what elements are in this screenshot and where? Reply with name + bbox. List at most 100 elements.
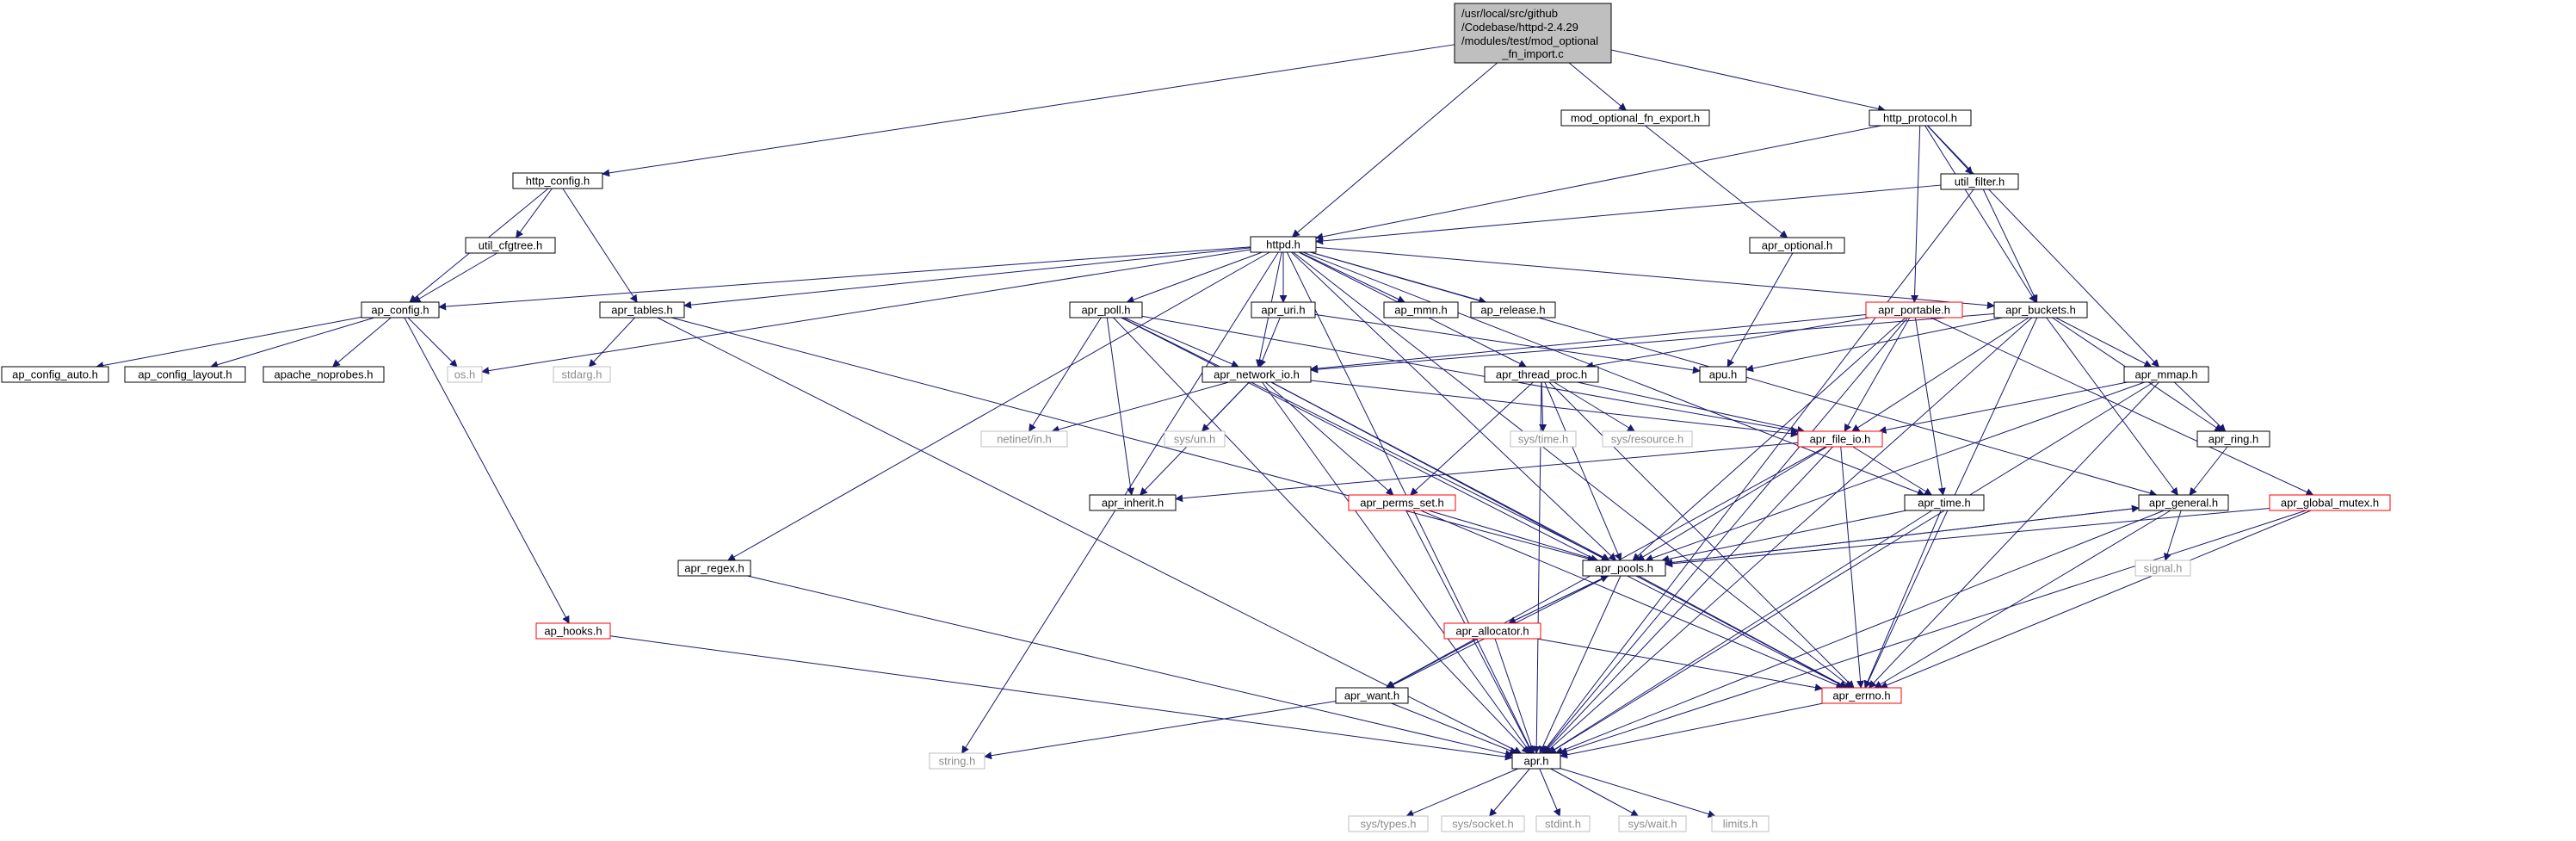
edge-apr-regex-to-apr [747,575,1513,758]
node-box [1348,494,1456,511]
node-httpd[interactable]: httpd.h [1250,236,1317,253]
edge-apr-to-sys-socket [1489,768,1530,817]
edge-apr-want-to-string [984,701,1337,760]
node-apr-want[interactable]: apr_want.h [1335,687,1409,704]
edge-apr-portable-to-apr-network-io [1310,313,1867,373]
node-label: apr_mmap.h [2135,368,2198,381]
node-label: apr_buckets.h [2005,304,2076,317]
edge-apr-thread-proc-to-apr-errno [1548,381,1855,689]
node-apr[interactable]: apr.h [1511,752,1561,770]
node-apr-buckets[interactable]: apr_buckets.h [1993,301,2088,318]
node-string[interactable]: string.h [929,752,985,770]
node-box [1250,236,1317,253]
node-sys-wait[interactable]: sys/wait.h [1618,815,1687,832]
root-title-line-2: /Codebase/httpd-2.4.29 [1461,21,1578,34]
node-apr-inherit[interactable]: apr_inherit.h [1089,494,1177,511]
node-ap-mmn[interactable]: ap_mmn.h [1383,301,1459,318]
node-label: sys/un.h [1174,433,1215,446]
node-stdarg[interactable]: stdarg.h [553,366,611,383]
node-os[interactable]: os.h [447,366,483,383]
edge-apr-network-io-to-apr-perms-set [1264,381,1394,496]
node-apr-tables[interactable]: apr_tables.h [599,301,685,318]
node-label: apr_time.h [1918,497,1970,510]
node-apr-pools[interactable]: apr_pools.h [1582,560,1666,577]
edge-apr-buckets-to-apr [1544,317,2033,754]
node-box [1,366,109,383]
node-apr-mmap[interactable]: apr_mmap.h [2123,366,2209,383]
node-apr-errno[interactable]: apr_errno.h [1821,687,1902,704]
edge-util-filter-to-apr [1541,189,1974,754]
root-title-line-3: /modules/test/mod_optional [1461,34,1598,47]
node-apr-thread-proc[interactable]: apr_thread_proc.h [1484,366,1599,383]
node-apr-poll[interactable]: apr_poll.h [1069,301,1143,318]
node-box [2134,560,2191,577]
node-signal[interactable]: signal.h [2134,560,2191,577]
node-ap-hooks[interactable]: ap_hooks.h [535,622,611,640]
node-ap-config[interactable]: ap_config.h [361,301,440,318]
node-box [263,366,385,383]
node-util-cfgtree[interactable]: util_cfgtree.h [465,237,556,254]
node-label: ap_hooks.h [544,625,602,638]
node-label: util_filter.h [1955,176,2005,189]
edge-apr-file-io-to-apr-errno [1840,446,1865,689]
node-root-file[interactable]: /usr/local/src/github /Codebase/httpd-2.… [1454,3,1612,64]
node-box [1069,301,1143,318]
node-apr-time[interactable]: apr_time.h [1904,494,1985,511]
node-sys-socket[interactable]: sys/socket.h [1441,815,1525,832]
node-sys-resource[interactable]: sys/resource.h [1602,430,1693,448]
node-apr-optional[interactable]: apr_optional.h [1749,237,1845,254]
edge-apr-to-limits [1560,768,1716,818]
node-mod-optional-fn-export[interactable]: mod_optional_fn_export.h [1560,109,1710,127]
node-box [1711,815,1770,832]
node-netinet-in[interactable]: netinet/in.h [980,430,1068,448]
root-title-line-4: _fn_import.c [1501,47,1564,60]
node-sys-time[interactable]: sys/time.h [1510,430,1577,448]
edge-apr-errno-to-apr [1560,702,1824,759]
node-apr-perms-set[interactable]: apr_perms_set.h [1348,494,1456,511]
node-box [1749,237,1845,254]
node-apr-network-io[interactable]: apr_network_io.h [1202,366,1312,383]
node-label: apr_perms_set.h [1360,497,1444,510]
node-apr-regex[interactable]: apr_regex.h [677,560,751,577]
node-box [465,237,556,254]
node-label: apr_network_io.h [1214,368,1300,381]
edge-apr-global-mutex-to-apr-pools [1665,507,2270,568]
node-apr-ring[interactable]: apr_ring.h [2196,430,2270,448]
node-apr-allocator[interactable]: apr_allocator.h [1443,622,1541,640]
node-apr-general[interactable]: apr_general.h [2138,494,2229,511]
node-limits[interactable]: limits.h [1711,815,1770,832]
node-box [2196,430,2270,448]
node-apr-portable[interactable]: apr_portable.h [1865,301,1963,318]
node-box [447,366,483,383]
edge-apr-poll-to-apr-file-io [1141,315,1799,435]
node-sys-un[interactable]: sys/un.h [1164,430,1226,448]
edge-ap-hooks-to-apr [609,635,1513,761]
edge-ap-config-to-os [407,317,458,368]
node-http-config[interactable]: http_config.h [512,172,603,189]
node-apr-global-mutex[interactable]: apr_global_mutex.h [2269,494,2391,511]
node-stdint[interactable]: stdint.h [1535,815,1591,832]
edge-apr-poll-to-apr [1113,317,1530,754]
edge-apr-thread-proc-to-sys-time [1539,381,1547,432]
node-sys-types[interactable]: sys/types.h [1348,815,1429,832]
node-box [1511,752,1561,770]
node-box [1699,366,1747,383]
node-label: netinet/in.h [997,433,1052,446]
node-apr-uri[interactable]: apr_uri.h [1251,301,1316,318]
edge-apr-allocator-to-apr-want [1386,638,1479,689]
node-box [2269,494,2391,511]
node-apache-noprobes[interactable]: apache_noprobes.h [263,366,385,383]
node-util-filter[interactable]: util_filter.h [1940,173,2019,190]
edge-apr-poll-to-apr-network-io [1123,317,1239,368]
edge-apr-uri-to-apu [1314,313,1701,374]
edge-apr-general-to-apr [1554,510,2165,755]
node-label: apr_global_mutex.h [2281,497,2379,510]
node-ap-config-layout[interactable]: ap_config_layout.h [124,366,246,383]
node-apu[interactable]: apu.h [1699,366,1747,383]
node-ap-release[interactable]: ap_release.h [1470,301,1556,318]
node-apr-file-io[interactable]: apr_file_io.h [1797,430,1883,448]
node-label: ap_config_auto.h [12,368,98,381]
node-http-protocol[interactable]: http_protocol.h [1869,109,1972,127]
node-label: apr_inherit.h [1102,497,1164,510]
node-ap-config-auto[interactable]: ap_config_auto.h [1,366,109,383]
